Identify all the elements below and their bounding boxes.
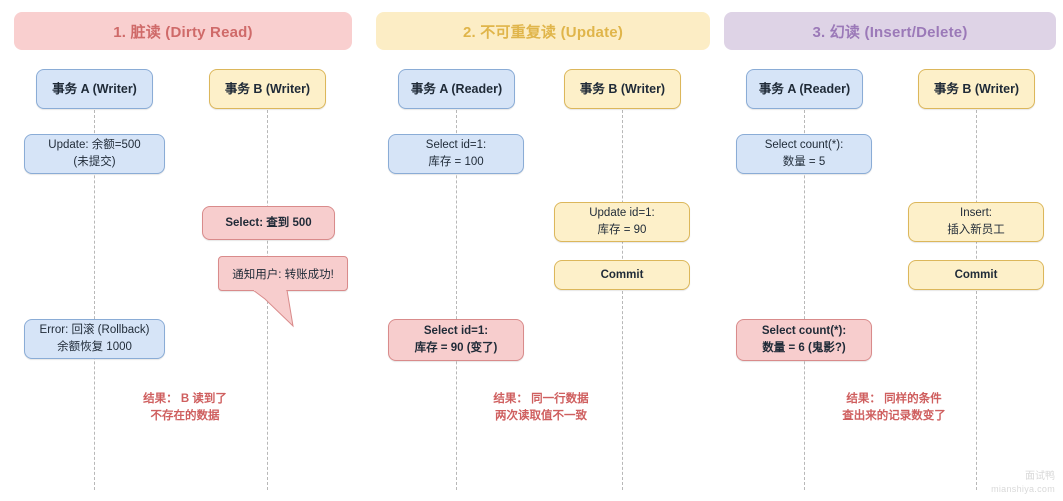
watermark: 面试鸭 mianshiya.com	[991, 471, 1055, 494]
actor-box-a[interactable]: 事务 A (Reader)	[398, 69, 515, 109]
step-a-first-select[interactable]: Select id=1: 库存 = 100	[388, 134, 524, 174]
step-a-update[interactable]: Update: 余额=500 (未提交)	[24, 134, 165, 174]
result-note-non-repeatable-read: 结果： 同一行数据 两次读取值不一致	[493, 393, 589, 423]
result-note-dirty-read: 结果： B 读到了 不存在的数据	[143, 393, 227, 423]
panel-non-repeatable-read: 2. 不可重复读 (Update) 事务 A (Reader) 事务 B (Wr…	[366, 0, 716, 501]
actor-box-b[interactable]: 事务 B (Writer)	[918, 69, 1035, 109]
step-a-second-count[interactable]: Select count(*): 数量 = 6 (鬼影?)	[736, 319, 872, 361]
callout-notify-user[interactable]: 通知用户: 转账成功!	[218, 256, 348, 328]
lifeline-actor-a	[94, 110, 95, 490]
lifeline-actor-b	[976, 110, 977, 490]
step-a-second-select[interactable]: Select id=1: 库存 = 90 (变了)	[388, 319, 524, 361]
panel-header-dirty-read: 1. 脏读 (Dirty Read)	[14, 12, 352, 50]
panel-dirty-read: 1. 脏读 (Dirty Read) 事务 A (Writer) 事务 B (W…	[0, 0, 366, 501]
step-b-insert[interactable]: Insert: 插入新员工	[908, 202, 1044, 242]
actor-box-b[interactable]: 事务 B (Writer)	[209, 69, 326, 109]
step-b-select[interactable]: Select: 查到 500	[202, 206, 335, 240]
step-b-commit[interactable]: Commit	[554, 260, 690, 290]
result-note-phantom-read: 结果： 同样的条件 查出来的记录数变了	[842, 393, 946, 423]
lifeline-actor-b	[622, 110, 623, 490]
step-b-commit[interactable]: Commit	[908, 260, 1044, 290]
callout-tail-icon	[253, 290, 294, 328]
panel-header-phantom-read: 3. 幻读 (Insert/Delete)	[724, 12, 1056, 50]
lifeline-actor-a	[804, 110, 805, 490]
panel-header-non-repeatable-read: 2. 不可重复读 (Update)	[376, 12, 710, 50]
actor-box-a[interactable]: 事务 A (Writer)	[36, 69, 153, 109]
step-b-update[interactable]: Update id=1: 库存 = 90	[554, 202, 690, 242]
step-a-rollback[interactable]: Error: 回滚 (Rollback) 余额恢复 1000	[24, 319, 165, 359]
panel-phantom-read: 3. 幻读 (Insert/Delete) 事务 A (Reader) 事务 B…	[716, 0, 1063, 501]
step-a-first-count[interactable]: Select count(*): 数量 = 5	[736, 134, 872, 174]
lifeline-actor-b	[267, 110, 268, 490]
actor-box-b[interactable]: 事务 B (Writer)	[564, 69, 681, 109]
lifeline-actor-a	[456, 110, 457, 490]
actor-box-a[interactable]: 事务 A (Reader)	[746, 69, 863, 109]
